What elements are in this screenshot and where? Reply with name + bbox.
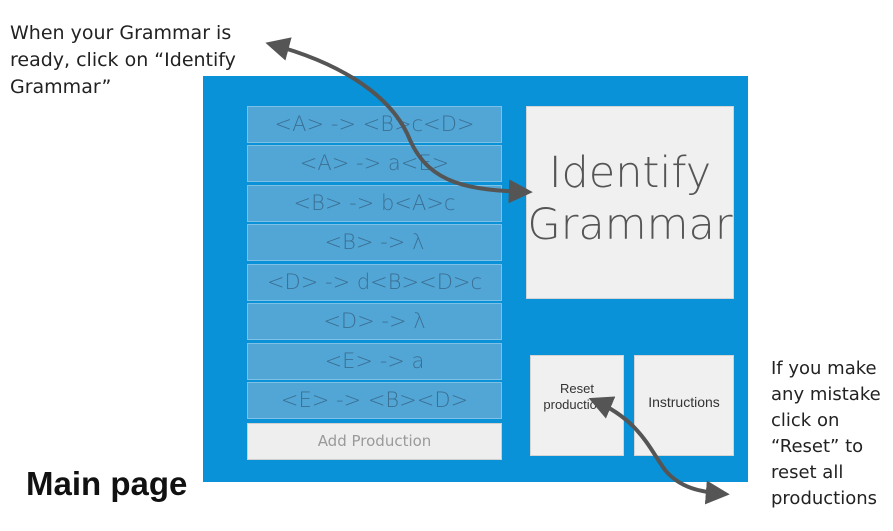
production-row[interactable]: <D> -> λ bbox=[247, 303, 502, 340]
reset-arrow-icon bbox=[588, 396, 730, 505]
identify-hint-callout: When your Grammar is ready, click on “Id… bbox=[10, 22, 236, 98]
identify-arrow-icon bbox=[265, 37, 533, 204]
page-label: Main page bbox=[26, 465, 188, 502]
reset-hint-callout: If you make any mistake click on “Reset”… bbox=[771, 358, 881, 509]
production-row[interactable]: <E> -> <B><D> bbox=[247, 382, 502, 419]
production-row[interactable]: <E> -> a bbox=[247, 343, 502, 380]
production-row[interactable]: <B> -> λ bbox=[247, 224, 502, 261]
identify-grammar-button[interactable]: Identify Grammar bbox=[526, 106, 734, 299]
production-row[interactable]: <D> -> d<B><D>c bbox=[247, 264, 502, 301]
add-production-button[interactable]: Add Production bbox=[247, 423, 502, 460]
